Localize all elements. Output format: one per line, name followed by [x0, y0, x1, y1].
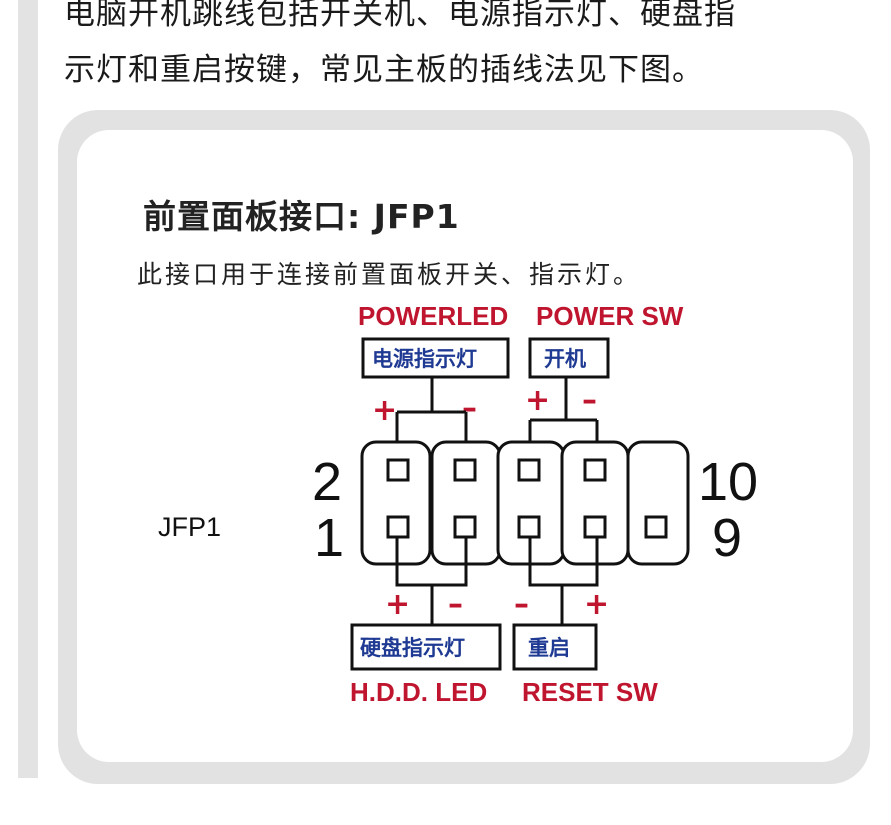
- pin-number-9: 9: [712, 508, 742, 568]
- bottom-wires: [395, 537, 599, 625]
- pin-number-2: 2: [312, 452, 342, 512]
- pin-number-10: 10: [698, 452, 758, 512]
- hdd-minus-sign: –: [448, 587, 463, 622]
- pin-number-1: 1: [314, 508, 344, 568]
- powersw-minus-sign: –: [582, 383, 597, 418]
- reset-minus-sign: –: [514, 587, 529, 622]
- intro-paragraph: 电脑开机跳线包括开关机、电源指示灯、硬盘指 示灯和重启按键，常见主板的插线法见下…: [64, 0, 864, 98]
- intro-line-2: 示灯和重启按键，常见主板的插线法见下图。: [64, 52, 704, 88]
- quote-bar: [18, 0, 38, 778]
- connector-label: JFP1: [158, 512, 221, 542]
- powersw-plus-sign: +: [525, 383, 550, 418]
- card-subtitle: 此接口用于连接前置面板开关、指示灯。: [137, 260, 642, 289]
- connector-housing: [360, 440, 690, 566]
- power-sw-box-text: 开机: [544, 347, 586, 371]
- powerled-label: POWERLED: [358, 301, 508, 331]
- reset-sw-label: RESET SW: [522, 677, 658, 707]
- hdd-led-box: [350, 623, 502, 671]
- reset-box: [512, 623, 598, 671]
- power-sw-label: POWER SW: [536, 301, 684, 331]
- powerled-minus-sign: –: [462, 391, 477, 426]
- powerled-plus-sign: +: [372, 393, 397, 428]
- reset-plus-sign: +: [584, 587, 609, 622]
- hdd-led-box-text: 硬盘指示灯: [360, 636, 465, 660]
- card-title: 前置面板接口: JFP1: [143, 197, 460, 236]
- power-led-box: [361, 337, 510, 379]
- pins: [386, 458, 668, 539]
- hdd-plus-sign: +: [385, 587, 410, 622]
- reset-box-text: 重启: [528, 636, 570, 660]
- power-led-box-text: 电源指示灯: [372, 347, 477, 371]
- hdd-led-label: H.D.D. LED: [350, 677, 487, 707]
- intro-line-1: 电脑开机跳线包括开关机、电源指示灯、硬盘指: [64, 0, 736, 32]
- power-sw-box: [528, 337, 610, 379]
- top-wires: [395, 377, 599, 470]
